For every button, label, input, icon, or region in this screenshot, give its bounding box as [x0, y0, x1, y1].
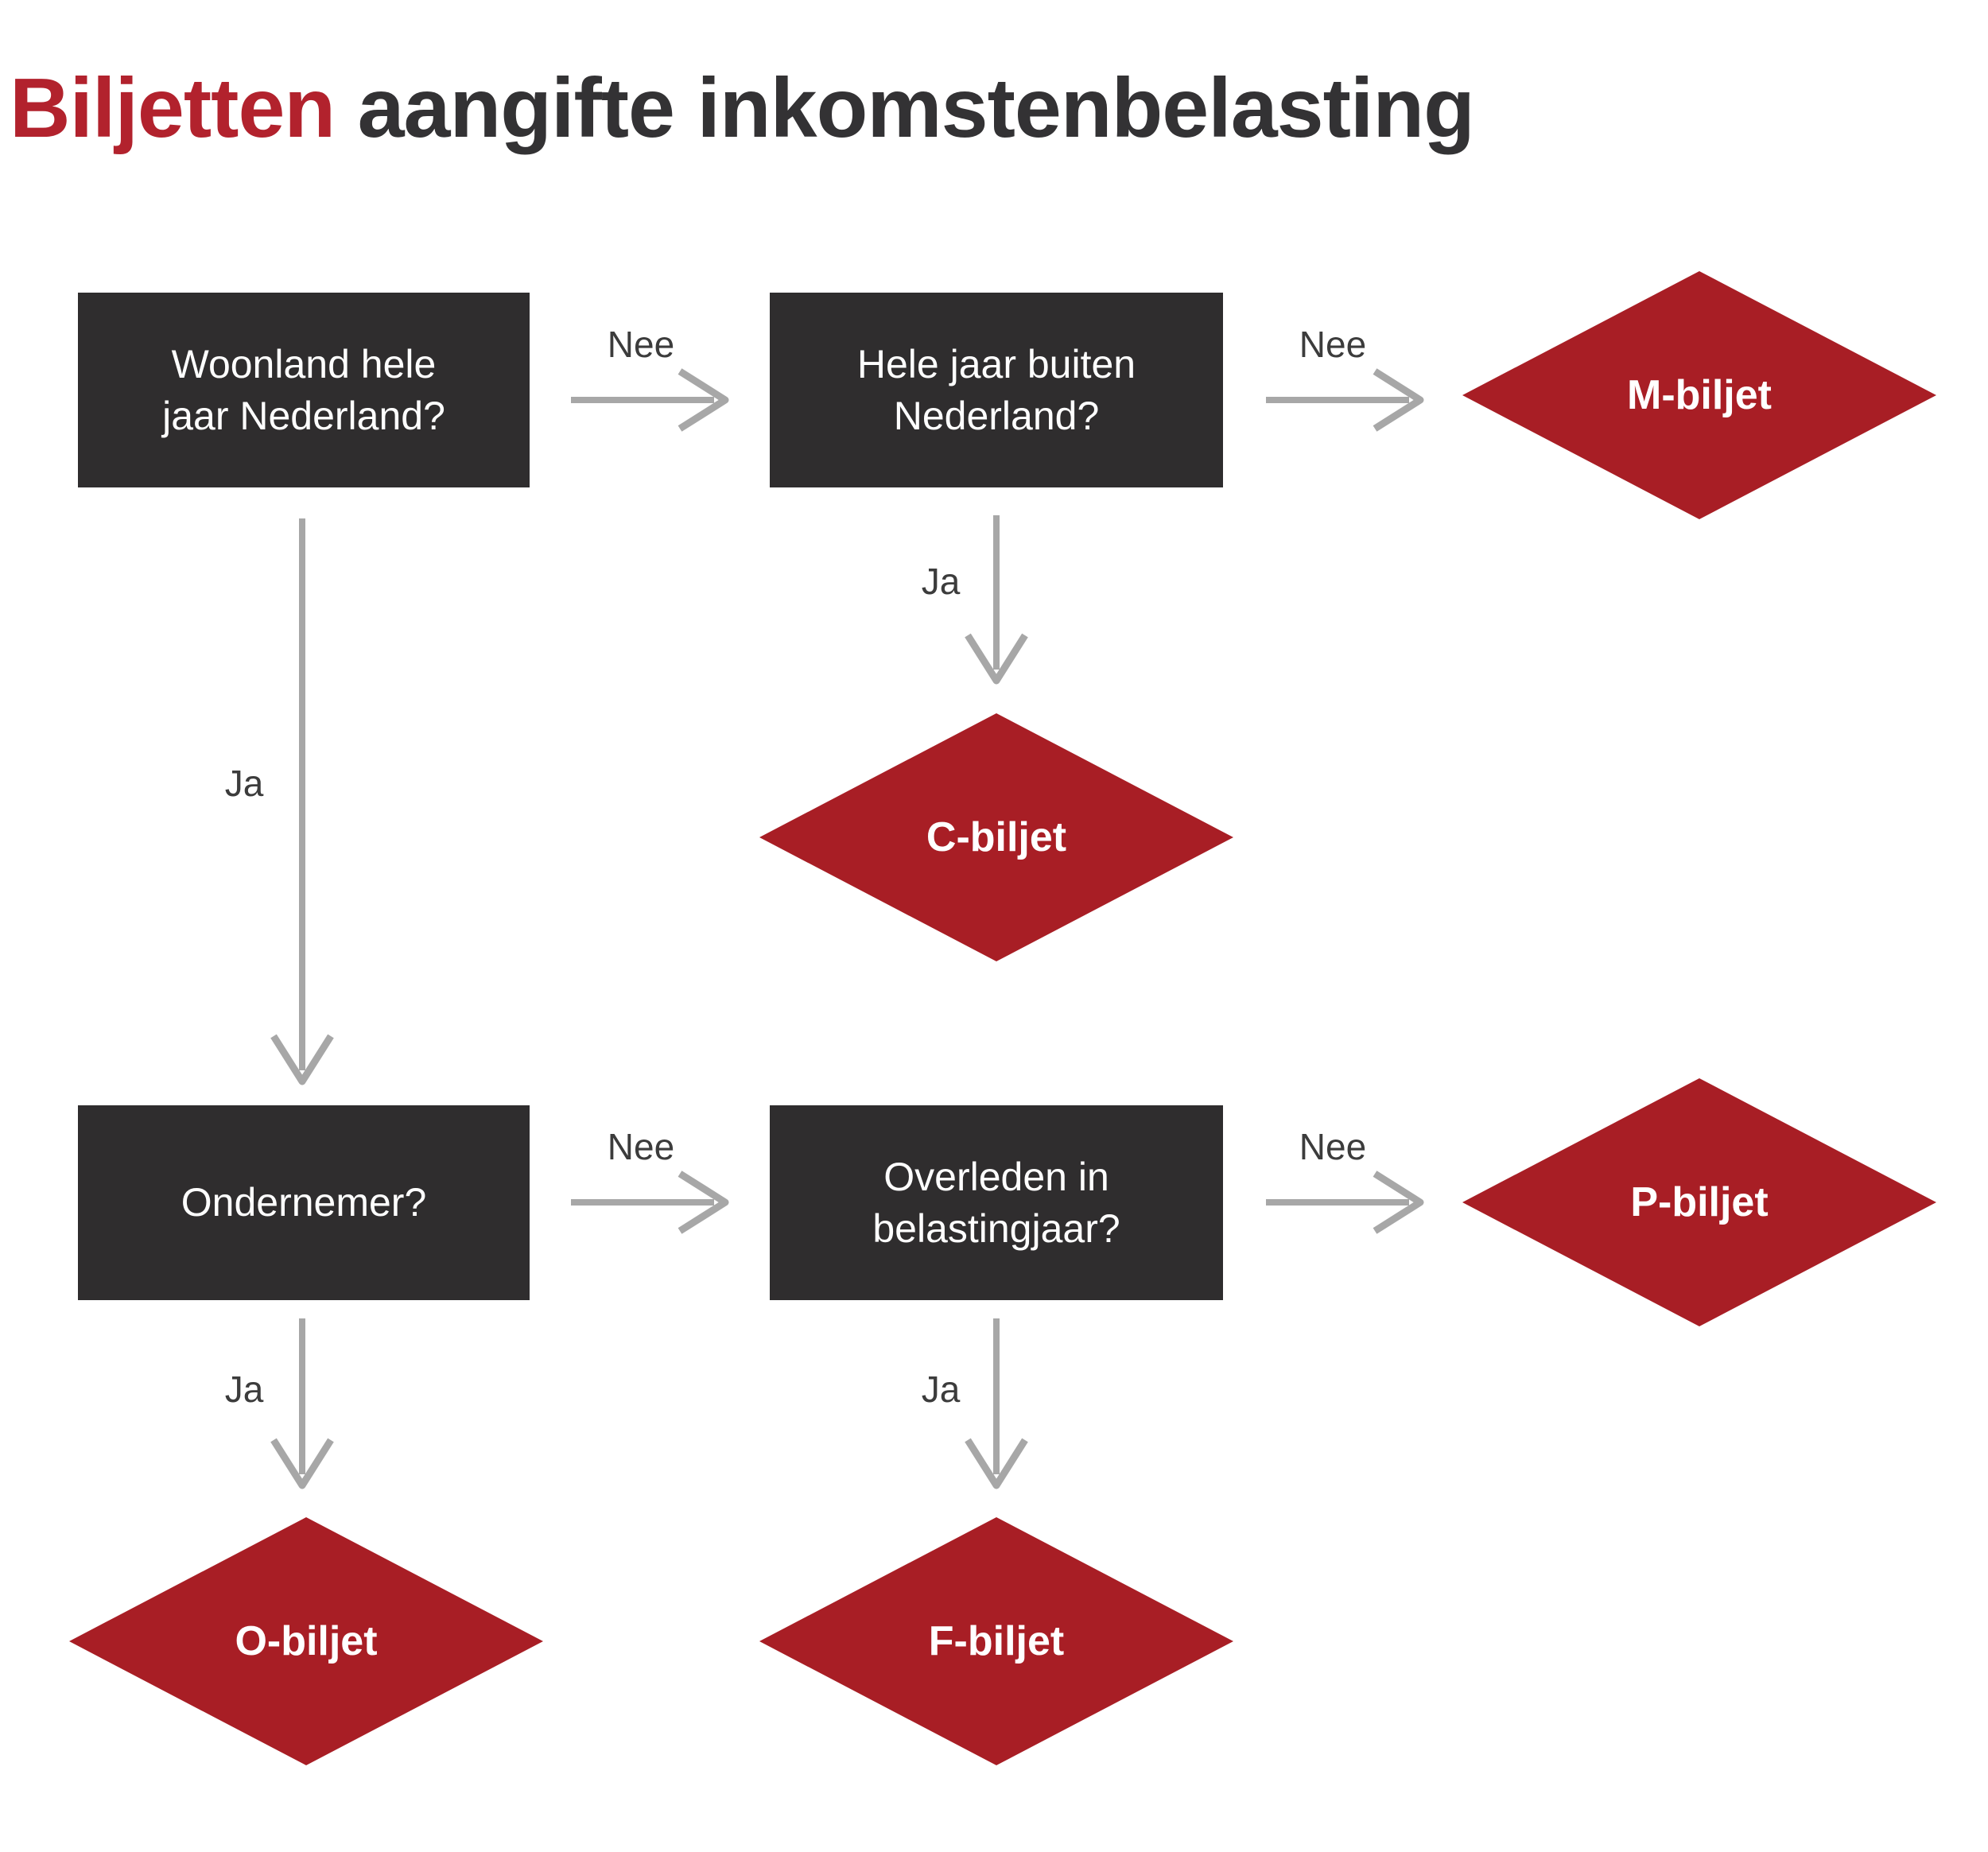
page-title-highlight: Biljetten	[10, 61, 336, 155]
arrow-q3-to-o-biljet	[270, 1318, 334, 1489]
arrow-q1-to-q3	[270, 518, 334, 1085]
outcome-f-biljet-label: F-biljet	[928, 1618, 1065, 1664]
outcome-o-biljet-label: O-biljet	[235, 1618, 378, 1664]
question-box-woonland: Woonland hele jaar Nederland?	[78, 293, 530, 487]
question-box-buiten-nederland: Hele jaar buiten Nederland?	[770, 293, 1223, 487]
outcome-c-biljet-label: C-biljet	[926, 814, 1067, 860]
edge-label-q2-m-nee: Nee	[1299, 324, 1367, 365]
arrow-q4-to-p-biljet	[1266, 1171, 1424, 1234]
question-box-overleden-label: Overleden in belastingjaar?	[872, 1154, 1120, 1251]
edge-label-q4-p-nee: Nee	[1299, 1126, 1367, 1167]
edge-label-q4-f-ja: Ja	[921, 1369, 961, 1410]
page-title-rest: aangifte inkomstenbelasting	[335, 61, 1475, 155]
arrow-q2-to-m-biljet	[1266, 368, 1424, 432]
edge-label-q1-q2-nee: Nee	[607, 324, 675, 365]
question-box-ondernemer-label: Ondernemer?	[181, 1180, 427, 1225]
edge-label-q2-c-ja: Ja	[921, 561, 961, 602]
edge-label-q3-q4-nee: Nee	[607, 1126, 675, 1167]
question-box-buiten-nederland-label: Hele jaar buiten Nederland?	[856, 341, 1136, 438]
question-box-overleden: Overleden in belastingjaar?	[770, 1105, 1223, 1300]
outcome-m-biljet-label: M-biljet	[1627, 372, 1772, 418]
arrow-q1-to-q2	[571, 368, 729, 432]
page-title: Biljetten aangifte inkomstenbelasting	[10, 56, 1475, 161]
edge-label-q3-o-ja: Ja	[224, 1369, 264, 1410]
question-box-ondernemer: Ondernemer?	[78, 1105, 530, 1300]
edge-label-q1-q3-ja: Ja	[224, 763, 264, 804]
question-box-woonland-label: Woonland hele jaar Nederland?	[162, 341, 445, 438]
arrow-q2-to-c-biljet	[965, 515, 1028, 685]
arrow-q3-to-q4	[571, 1171, 729, 1234]
arrow-q4-to-f-biljet	[965, 1318, 1028, 1489]
outcome-p-biljet-label: P-biljet	[1630, 1179, 1769, 1225]
